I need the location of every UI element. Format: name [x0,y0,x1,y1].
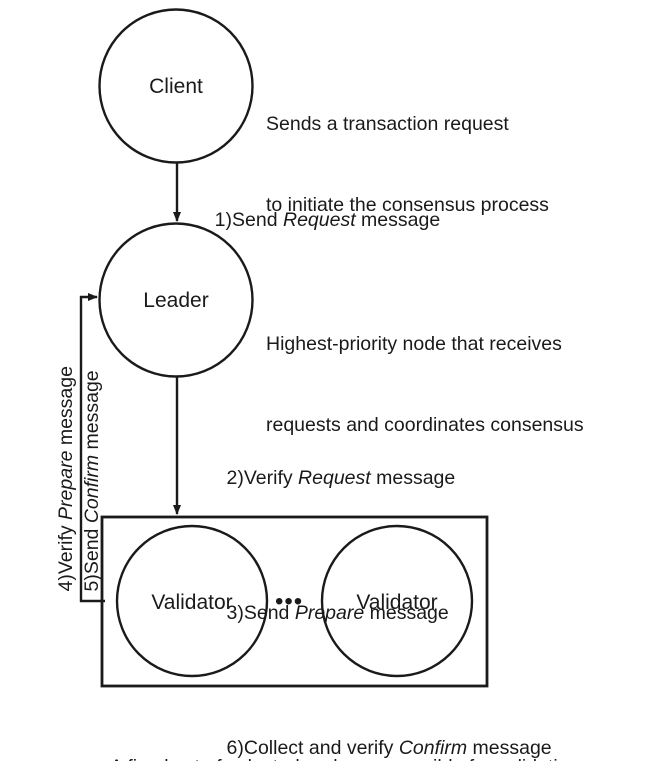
step-5-number: 5) [81,574,103,592]
step-6-number: 6) [226,737,244,759]
step-1-text-before: Send [232,209,283,231]
client-description-line-2: to initiate the consensus process [266,194,549,216]
step-6-emphasis: Confirm [398,737,468,759]
leader-description-line-2: requests and coordinates consensus [266,414,584,436]
step-3-text-before: Send [243,602,295,624]
step-1-emphasis: Request [282,209,356,231]
leader-description-line-1: Highest-priority node that receives [266,333,562,355]
step-2-text-before: Verify [243,467,299,489]
leader-steps-list: 2)Verify Request message 3)Send Prepare … [194,384,552,761]
client-description: Sends a transaction request to initiate … [266,57,549,273]
step-3-number: 3) [226,602,244,624]
step-3-text-after: message [364,602,449,624]
step-5-text-after: message [81,370,103,455]
step-1-label: 1)Send Request message [193,180,441,261]
client-description-line-1: Sends a transaction request [266,113,509,135]
step-5-label: 5)Send Confirm message [52,370,133,624]
step-6-label: 6)Collect and verify Confirm message [194,708,552,761]
validators-ellipsis: ••• [275,588,304,615]
step-2-emphasis: Request [298,467,371,489]
validator-description: A fixed set of selected nodes responsibl… [110,700,588,761]
step-2-number: 2) [226,467,244,489]
step-3-label: 3)Send Prepare message [194,573,552,654]
step-1-text-after: message [355,209,441,231]
step-6-text-before: Collect and verify [243,737,399,759]
step-1-number: 1) [214,209,233,231]
step-2-text-after: message [370,467,456,489]
leader-description: Highest-priority node that receives requ… [266,277,584,493]
step-3-emphasis: Prepare [294,602,365,624]
step-5-emphasis: Confirm [81,454,103,524]
validator-description-line-1: A fixed set of selected nodes responsibl… [110,754,588,761]
step-6-text-after: message [467,737,552,759]
step-2-label: 2)Verify Request message [194,438,552,519]
step-5-text-before: Send [81,523,103,575]
